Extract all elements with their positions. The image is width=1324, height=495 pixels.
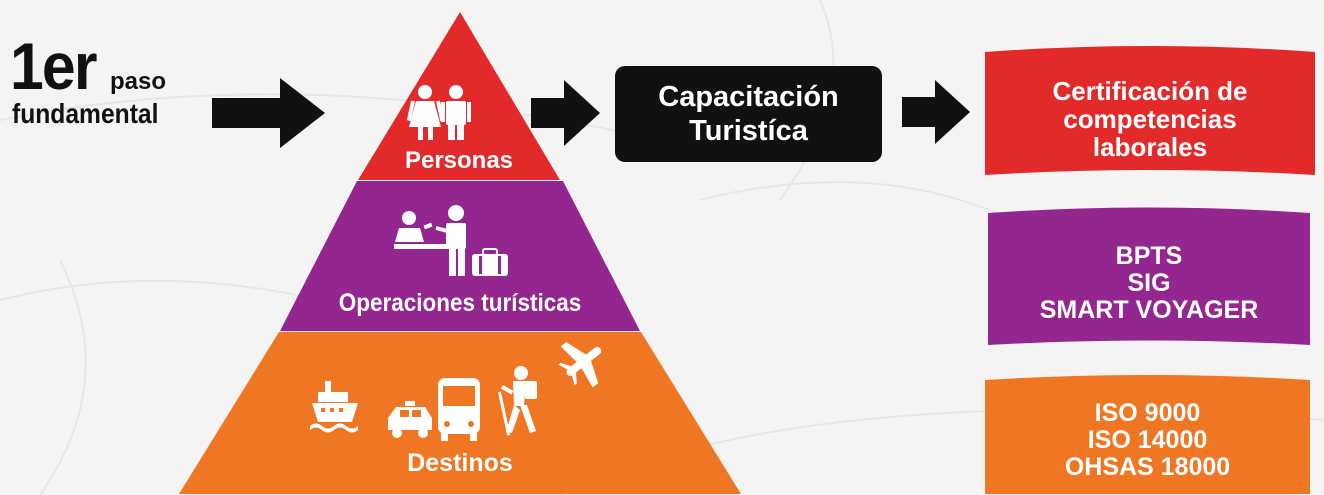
intro-small-line2: fundamental: [12, 98, 159, 129]
card-iso-line2: ISO 14000: [1087, 426, 1208, 454]
card-certification: [985, 46, 1315, 175]
card-certification-line2: competencias: [1063, 104, 1237, 134]
pyramid-top-label: Personas: [404, 147, 514, 174]
training-line1: Capacitación: [658, 81, 839, 113]
card-iso-line1: ISO 9000: [1094, 399, 1201, 427]
intro-big-text: 1er: [10, 29, 98, 103]
intro-small-line1: paso: [110, 68, 167, 95]
people-icon: [406, 85, 471, 140]
card-iso-line3: OHSAS 18000: [1064, 453, 1231, 481]
card-bpts-line1: BPTS: [1115, 242, 1183, 270]
pyramid-middle-label: Operaciones turísticas: [338, 289, 582, 317]
card-bpts-line2: SIG: [1127, 269, 1171, 297]
card-bpts-line3: SMART VOYAGER: [1039, 296, 1259, 324]
card-bpts: [988, 207, 1310, 345]
arrow-intro-to-pyramid: [212, 78, 325, 148]
pyramid-bottom-label: Destinos: [407, 449, 513, 477]
airplane-icon: [558, 342, 602, 388]
training-line2: Turistíca: [689, 115, 808, 147]
ship-icon: [310, 381, 358, 433]
arrow-training-to-certification: [902, 80, 970, 144]
card-certification-line3: laborales: [1092, 132, 1208, 162]
training-box: [615, 66, 882, 162]
hiker-icon: [498, 366, 537, 436]
reception-luggage-icon: [394, 205, 508, 276]
taxi-icon: [388, 401, 432, 438]
card-certification-line1: Certificación de: [1052, 76, 1248, 106]
arrow-pyramid-to-training: [531, 80, 600, 146]
card-iso: [985, 375, 1310, 494]
bus-icon: [438, 378, 480, 441]
